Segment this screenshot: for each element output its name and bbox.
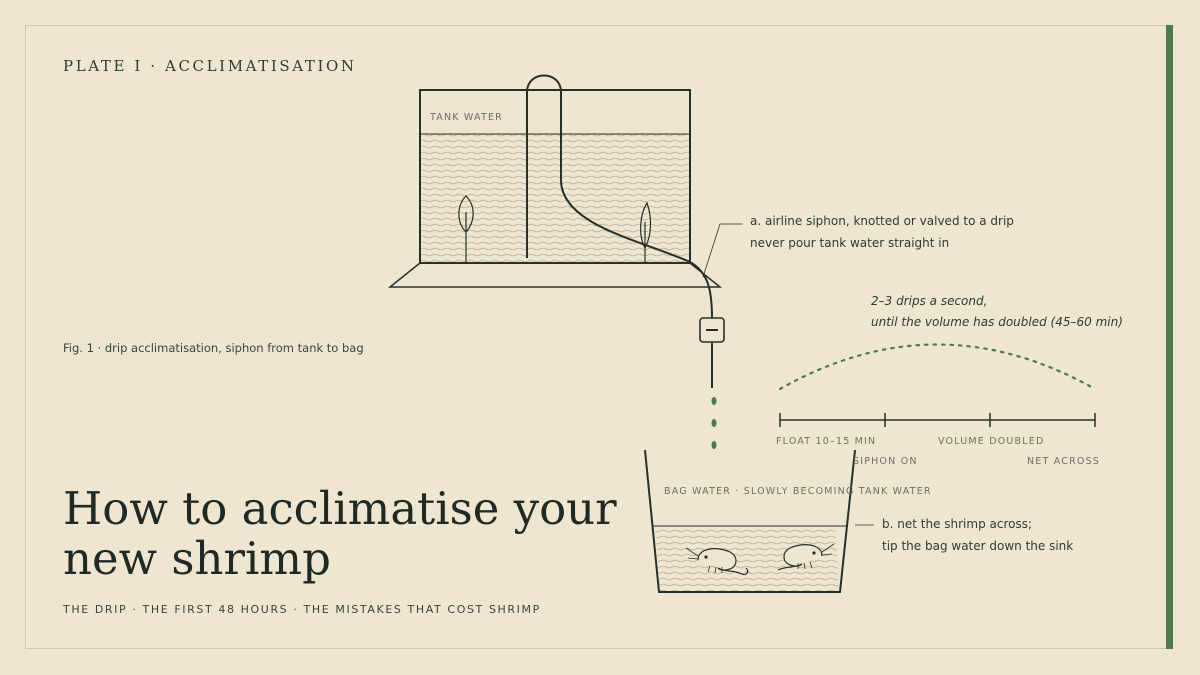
- note-a-line-1: a. airline siphon, knotted or valved to …: [750, 214, 1014, 228]
- bag-label: BAG WATER · SLOWLY BECOMING TANK WATER: [664, 486, 932, 497]
- tank-label: TANK WATER: [430, 112, 503, 123]
- tank: [387, 89, 723, 288]
- bag-outline: [644, 449, 856, 593]
- tank-outline: [419, 89, 691, 264]
- figure-caption: Fig. 1 · drip acclimatisation, siphon fr…: [63, 341, 364, 355]
- plant-icon: [458, 195, 474, 262]
- volume-arc: [778, 343, 1097, 391]
- bag: [644, 449, 856, 593]
- subtitle: THE DRIP · THE FIRST 48 HOURS · THE MIST…: [63, 603, 541, 616]
- tank-water: [421, 134, 689, 262]
- headline-line-1: How to acclimatise your: [63, 482, 617, 535]
- callout-leader-a: [702, 223, 742, 278]
- timeline: [779, 413, 1096, 427]
- note-b-line-1: b. net the shrimp across;: [882, 517, 1033, 531]
- drip-rate-line-1: 2–3 drips a second,: [871, 294, 988, 308]
- accent-bar: [1166, 25, 1173, 649]
- timeline-label-siphon-on: SIPHON ON: [853, 456, 918, 467]
- tank-stand: [387, 262, 723, 288]
- note-a-line-2: never pour tank water straight in: [750, 236, 950, 250]
- headline-line-2: new shrimp: [63, 532, 331, 585]
- timeline-label-net-across: NET ACROSS: [1027, 456, 1101, 467]
- valve-icon: [699, 317, 725, 343]
- shrimp-icon: [777, 543, 835, 571]
- note-b-line-2: tip the bag water down the sink: [882, 539, 1074, 553]
- timeline-label-float: FLOAT 10–15 MIN: [776, 436, 877, 447]
- headline: How to acclimatise your new shrimp: [63, 484, 663, 584]
- drip-rate-line-2: until the volume has doubled (45–60 min): [871, 315, 1123, 329]
- drip-drop: [711, 419, 717, 427]
- plant-icon: [640, 201, 652, 262]
- drip-drop: [711, 441, 717, 449]
- bag-water: [655, 526, 839, 592]
- siphon-tube: [526, 74, 713, 319]
- timeline-label-volume-doubled: VOLUME DOUBLED: [938, 436, 1045, 447]
- plate-title: PLATE I · ACCLIMATISATION: [63, 57, 357, 75]
- drip-drop: [711, 397, 717, 405]
- shrimp-icon: [685, 547, 749, 576]
